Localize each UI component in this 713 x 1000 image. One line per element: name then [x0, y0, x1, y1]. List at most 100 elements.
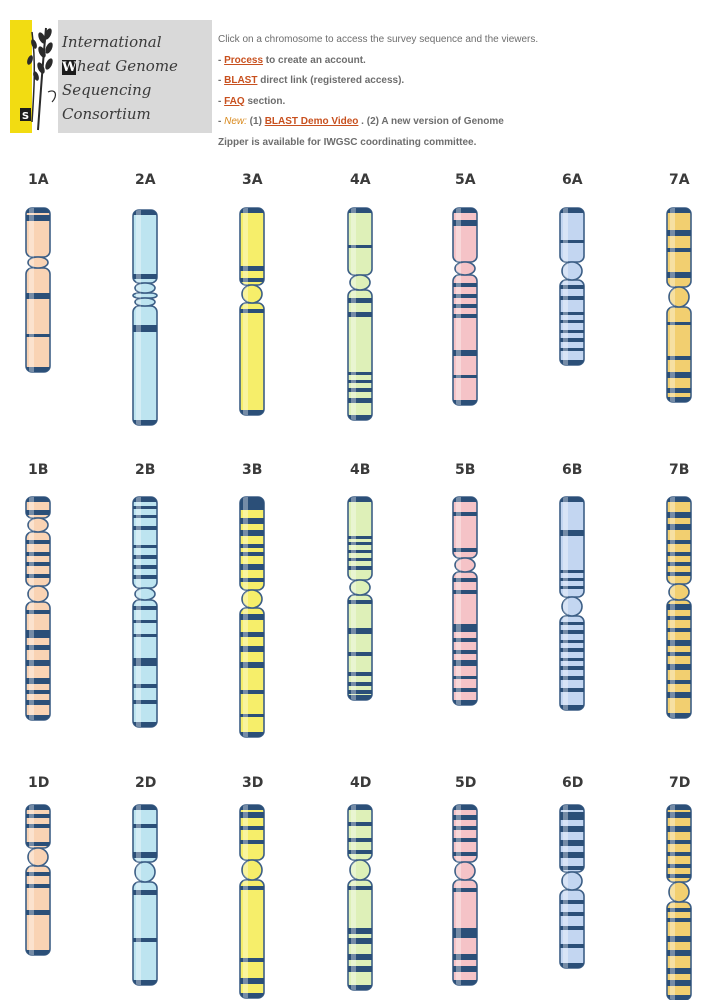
chromosome-band [239, 614, 265, 620]
chromosome-band [666, 852, 692, 856]
chromosome-1d[interactable] [25, 805, 51, 955]
chromosome-band [666, 616, 692, 620]
chromosome-label-6d: 6D [562, 775, 583, 791]
faq-link[interactable]: FAQ [224, 96, 245, 107]
chromosome-band [347, 542, 373, 545]
chromosome-band [239, 646, 265, 652]
gloss-highlight [456, 208, 461, 405]
intro-text: Click on a chromosome to access the surv… [218, 30, 708, 51]
chromosome-band [559, 312, 585, 315]
chromosome-2d[interactable] [132, 805, 158, 985]
chromosome-band [347, 838, 373, 842]
chromosome-label-3d: 3D [242, 775, 263, 791]
chromosome-band [452, 624, 478, 632]
chromosome-band [559, 530, 585, 536]
chromosome-band [666, 628, 692, 632]
iwgsc-logo[interactable]: S International Wheat Genome Sequencing … [10, 20, 212, 133]
news-line-2: Zipper is available for IWGSC coordinati… [218, 133, 708, 154]
chromosome-band [666, 840, 692, 844]
chromosome-band [559, 666, 585, 670]
gloss-highlight [243, 497, 248, 737]
chromosome-band [25, 562, 51, 566]
chromosome-band [347, 388, 373, 392]
chromosome-band [132, 700, 158, 704]
chromosome-band [239, 826, 265, 830]
chromosome-1a[interactable] [25, 208, 51, 372]
chromosome-7d[interactable] [666, 805, 692, 1000]
chromosome-7b[interactable] [666, 497, 692, 718]
chromosome-band [347, 938, 373, 944]
chromosome-4a[interactable] [347, 208, 373, 420]
chromosome-6d[interactable] [559, 805, 585, 968]
chromosome-3d[interactable] [239, 805, 265, 998]
chromosome-band [452, 954, 478, 960]
chromosome-3a[interactable] [239, 208, 265, 415]
chromosome-band [347, 380, 373, 383]
chromosome-band [347, 822, 373, 826]
chromosome-1b[interactable] [25, 497, 51, 720]
chromosome-band [347, 550, 373, 553]
chromosome-3b[interactable] [239, 497, 265, 737]
chromosome-band [452, 650, 478, 654]
chromosome-band [559, 240, 585, 243]
chromosome-band [452, 283, 478, 287]
chromosome-band [666, 248, 692, 252]
chromosome-5d[interactable] [452, 805, 478, 985]
chromosome-band [559, 296, 585, 300]
chromosome-band [452, 220, 478, 226]
chromosome-band [559, 578, 585, 581]
chromosome-5b[interactable] [452, 497, 478, 705]
chromosome-band [347, 652, 373, 656]
chromosome-band [559, 900, 585, 904]
chromosome-band [347, 600, 373, 604]
chromosome-band [132, 938, 158, 942]
chromosome-label-7b: 7B [669, 462, 689, 478]
chromosome-4d[interactable] [347, 805, 373, 990]
chromosome-band [666, 918, 692, 922]
chromosome-band [452, 590, 478, 594]
chromosome-ideogram [347, 805, 373, 990]
chromosome-ideogram [25, 497, 51, 720]
info-panel: Click on a chromosome to access the surv… [218, 30, 708, 153]
chromosome-band [666, 680, 692, 684]
chromosome-band [666, 936, 692, 942]
chromosome-band [559, 570, 585, 573]
chromosome-ideogram [666, 805, 692, 1000]
blast-link[interactable]: BLAST [224, 75, 257, 86]
chromosome-band [239, 502, 265, 510]
chromosome-label-5d: 5D [455, 775, 476, 791]
chromosome-band [25, 872, 51, 876]
chromosome-band [239, 530, 265, 536]
chromosome-band [452, 688, 478, 692]
chromosome-band [239, 714, 265, 717]
chromosome-7a[interactable] [666, 208, 692, 402]
chromosome-band [666, 640, 692, 646]
chromosome-band [666, 692, 692, 698]
wheat-icon: S [18, 22, 60, 132]
chromosome-band [452, 314, 478, 318]
chromosome-band [559, 840, 585, 846]
chromosome-band [132, 634, 158, 637]
chromosome-label-2b: 2B [135, 462, 155, 478]
chromosome-2a[interactable] [132, 210, 158, 425]
chromosome-ideogram [132, 805, 158, 985]
blast-demo-video-link[interactable]: BLAST Demo Video [265, 116, 359, 127]
chromosome-band [452, 512, 478, 516]
chromosome-band [666, 950, 692, 956]
chromosome-2b[interactable] [132, 497, 158, 727]
chromosome-band [666, 512, 692, 518]
chromosome-label-3a: 3A [242, 172, 263, 188]
chromosome-4b[interactable] [347, 497, 373, 700]
chromosome-band [239, 690, 265, 694]
bullet-process: - Process to create an account. [218, 51, 708, 72]
chromosome-band [132, 620, 158, 623]
chromosome-band [132, 606, 158, 610]
chromosome-6b[interactable] [559, 497, 585, 710]
process-link[interactable]: Process [224, 55, 263, 66]
chromosome-band [559, 658, 585, 661]
chromosome-6a[interactable] [559, 208, 585, 365]
news-line: - New: (1) BLAST Demo Video . (2) A new … [218, 112, 708, 133]
chromosome-5a[interactable] [452, 208, 478, 405]
chromosome-band [132, 852, 158, 858]
chromosome-ideogram [239, 208, 265, 415]
